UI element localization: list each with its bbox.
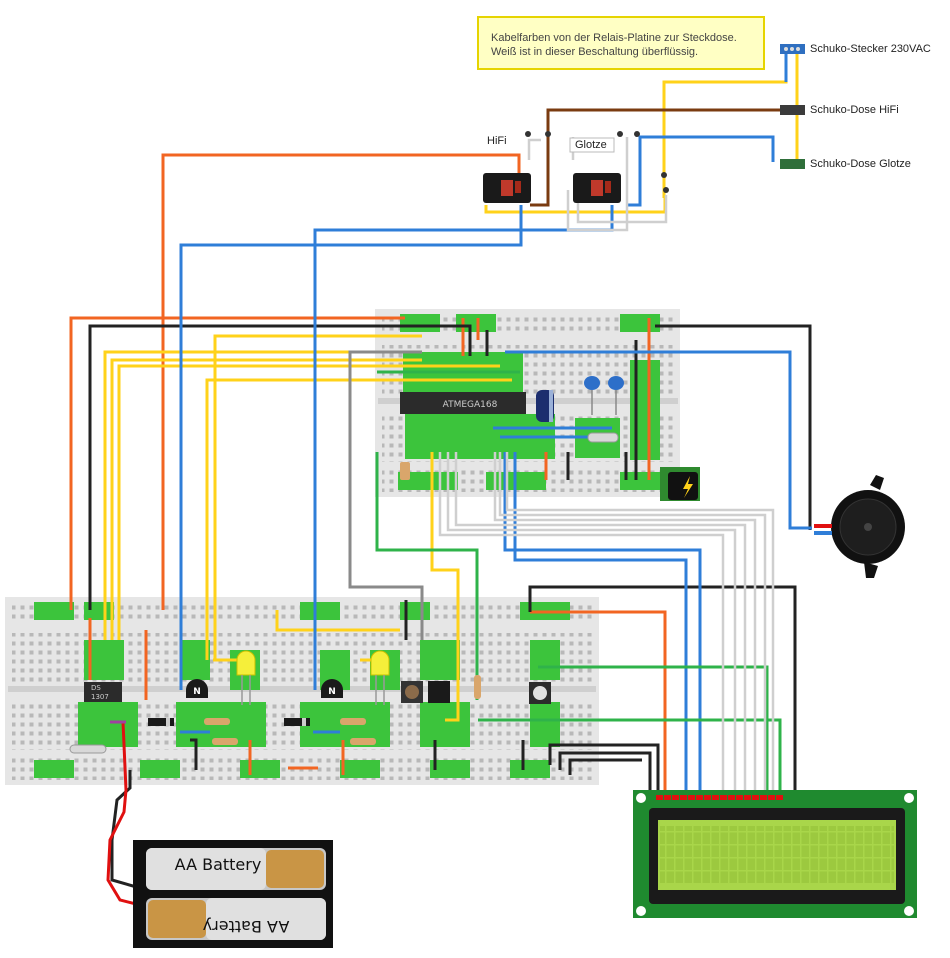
relay-glotze-label: Glotze [575, 139, 607, 151]
lcd-display [633, 790, 917, 918]
svg-text:N: N [193, 687, 201, 697]
plug-label: Schuko-Stecker 230VAC [810, 43, 931, 55]
lightning-icon [683, 476, 693, 498]
crystal-lower-icon [69, 744, 107, 754]
battery-red-wire [106, 721, 141, 907]
relay-label-box [569, 137, 615, 153]
rtc-label-1: DS [91, 684, 101, 692]
resistor-upper [400, 462, 410, 480]
relay-glotze-icon [573, 131, 669, 203]
orange-wires [69, 153, 667, 797]
relay-hifi-icon [483, 131, 551, 203]
resistors-lower [204, 675, 481, 745]
crystal-icon [587, 432, 619, 443]
ds1307-chip: DS 1307 [84, 682, 122, 702]
led-icon [236, 650, 390, 705]
green-wires [375, 370, 782, 797]
rtc-label-2: 1307 [91, 693, 109, 701]
power-jack-icon [660, 467, 700, 501]
potentiometer-icon [529, 682, 551, 704]
lcd-pins [656, 795, 783, 800]
pushbutton-icon [401, 681, 423, 703]
socket-glotze-label: Schuko-Dose Glotze [810, 158, 911, 170]
battery-label-top: AA Battery [175, 855, 262, 874]
diode-icon [148, 718, 310, 726]
socket-hifi-connector [780, 105, 805, 115]
transistor-icon: N N [186, 679, 343, 698]
socket-glotze-connector [780, 159, 805, 169]
black-wires [88, 324, 812, 890]
wiring-note: Kabelfarben von der Relais-Platine zur S… [477, 16, 765, 70]
note-line-2: Weiß ist in dieser Beschaltung überflüss… [491, 46, 699, 58]
note-line-1: Kabelfarben von der Relais-Platine zur S… [491, 32, 737, 44]
atmega-label: ATMEGA168 [443, 400, 498, 410]
white-wires [438, 137, 775, 797]
socket-hifi-label: Schuko-Dose HiFi [810, 104, 899, 116]
buzzer-icon [814, 475, 905, 578]
plug-connector [780, 44, 805, 54]
ceramic-capacitor-icon [584, 376, 624, 415]
relay-hifi-label: HiFi [487, 135, 507, 147]
ic-8pin [428, 681, 450, 703]
blue-wires [179, 52, 812, 797]
brown-wire [530, 108, 786, 207]
electrolytic-capacitor-icon [536, 390, 554, 422]
atmega-chip: ATMEGA168 [400, 392, 526, 414]
svg-text:N: N [328, 687, 336, 697]
grey-wire [348, 350, 424, 640]
battery-pack: AA Battery AA Battery [133, 840, 333, 948]
battery-label-bottom: AA Battery [203, 917, 290, 936]
